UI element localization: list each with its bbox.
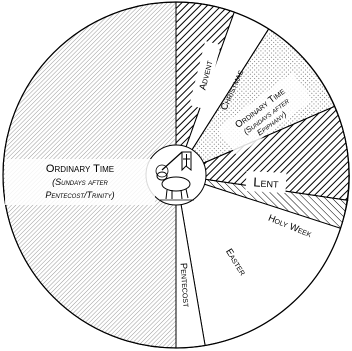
svg-text:Lent: Lent [253,174,279,190]
trinity-label: Ordinary Time (Sundays after Pentecost/T… [5,159,155,205]
svg-text:Pentecost/Trinity): Pentecost/Trinity) [45,190,114,200]
svg-text:(Sundays after: (Sundays after [52,177,108,187]
lent-label: Lent [246,171,287,193]
svg-text:Ordinary Time: Ordinary Time [46,163,114,175]
